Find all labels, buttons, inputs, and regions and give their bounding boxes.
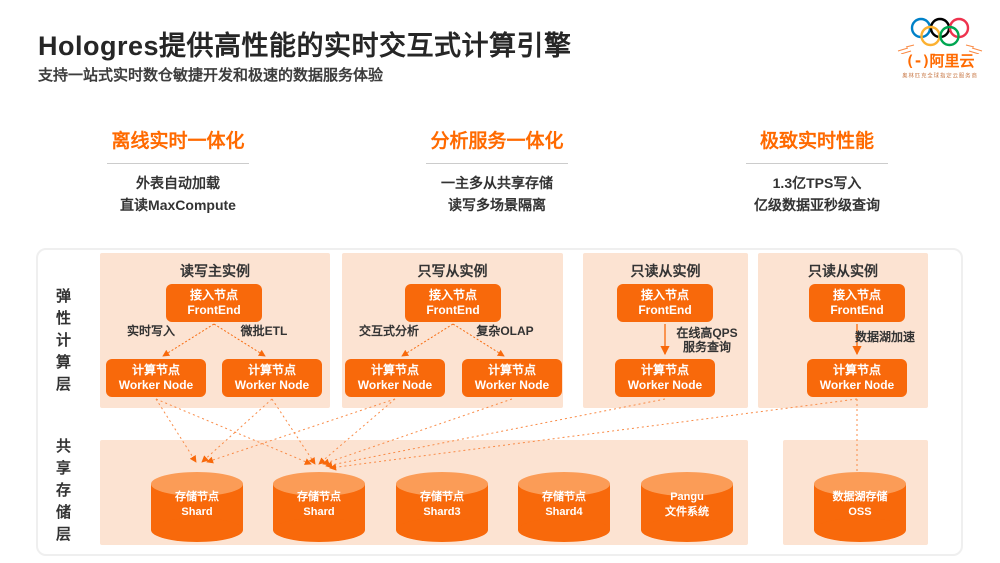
node-line: Worker Node [234,378,310,392]
compute-layer-label: 弹性计算层 [54,288,71,398]
olympic-partner-text: 奥林匹克全球指定云服务商 [902,74,978,80]
node-line: Worker Node [474,378,550,392]
feature-extreme-performance: 极致实时性能 1.3亿TPS写入 亿级数据亚秒级查询 [697,126,937,216]
frontend-node: 接入节点 FrontEnd [166,284,262,322]
instance-title: 只写从实例 [417,263,488,279]
feature-line: 亿级数据亚秒级查询 [754,197,880,213]
feature-divider [107,163,249,164]
node-line: 计算节点 [640,363,689,377]
node-line: 接入节点 [189,288,238,302]
feature-title: 分析服务一体化 [430,131,564,152]
feature-title: 离线实时一体化 [111,131,245,152]
node-line: 接入节点 [640,288,689,302]
worker-node: 计算节点 Worker Node [615,359,715,397]
edge-label-interactive-analysis: 交互式分析 [358,324,419,338]
edge-label-line: 服务查询 [682,340,731,354]
feature-analysis-service: 分析服务一体化 一主多从共享存储 读写多场景隔离 [377,126,617,216]
edge-label-line: 在线高QPS [676,326,738,340]
node-line: 计算节点 [487,363,536,377]
feature-line: 1.3亿TPS写入 [772,175,862,191]
feature-divider [426,163,568,164]
alibaba-cloud-bracket-icon: (-) [905,52,930,70]
node-line: Worker Node [118,378,194,392]
node-line: FrontEnd [426,303,480,317]
feature-line: 外表自动加载 [136,175,220,191]
feature-line: 一主多从共享存储 [441,175,553,191]
architecture-diagram-frame [36,248,963,556]
worker-node: 计算节点 Worker Node [462,359,562,397]
worker-node: 计算节点 Worker Node [222,359,322,397]
olympic-rings-icon [897,17,983,54]
node-line: Worker Node [819,378,895,392]
alibaba-cloud-olympic-logo: (-)阿里云 奥林匹克全球指定云服务商 [892,14,988,86]
page-title: Hologres提供高性能的实时交互式计算引擎 [38,31,572,61]
feature-title: 极致实时性能 [759,131,874,152]
feature-offline-realtime: 离线实时一体化 外表自动加载 直读MaxCompute [58,126,298,216]
node-line: 计算节点 [247,363,296,377]
edge-label-datalake-acceleration: 数据湖加速 [854,330,915,344]
node-line: FrontEnd [187,303,241,317]
edge-label-micro-batch-etl: 微批ETL [240,324,288,338]
node-line: FrontEnd [830,303,884,317]
instance-title: 读写主实例 [180,263,250,279]
frontend-node: 接入节点 FrontEnd [809,284,905,322]
node-line: Worker Node [627,378,703,392]
instance-title: 只读从实例 [630,263,701,279]
instance-title: 只读从实例 [808,263,878,279]
alibaba-cloud-wordmark: (-)阿里云 [892,52,988,70]
node-line: 计算节点 [131,363,180,377]
logo-rays [897,44,983,54]
worker-node: 计算节点 Worker Node [807,359,907,397]
edge-label-complex-olap: 复杂OLAP [476,324,534,338]
node-line: 接入节点 [832,288,881,302]
worker-node: 计算节点 Worker Node [106,359,206,397]
node-line: FrontEnd [638,303,692,317]
edge-label-high-qps-serving: 在线高QPS 服务查询 [666,326,748,354]
frontend-node: 接入节点 FrontEnd [617,284,713,322]
node-line: 计算节点 [370,363,419,377]
storage-layer-label: 共享存储层 [54,438,71,548]
alibaba-cloud-brand-text: 阿里云 [929,53,975,70]
worker-node: 计算节点 Worker Node [345,359,445,397]
feature-line: 直读MaxCompute [120,197,236,213]
feature-divider [746,163,888,164]
page-subtitle: 支持一站式实时数仓敏捷开发和极速的数据服务体验 [38,67,384,84]
node-line: 接入节点 [428,288,477,302]
node-line: 计算节点 [832,363,881,377]
frontend-node: 接入节点 FrontEnd [405,284,501,322]
feature-line: 读写多场景隔离 [448,197,546,213]
node-line: Worker Node [357,378,433,392]
edge-label-realtime-write: 实时写入 [126,324,175,338]
